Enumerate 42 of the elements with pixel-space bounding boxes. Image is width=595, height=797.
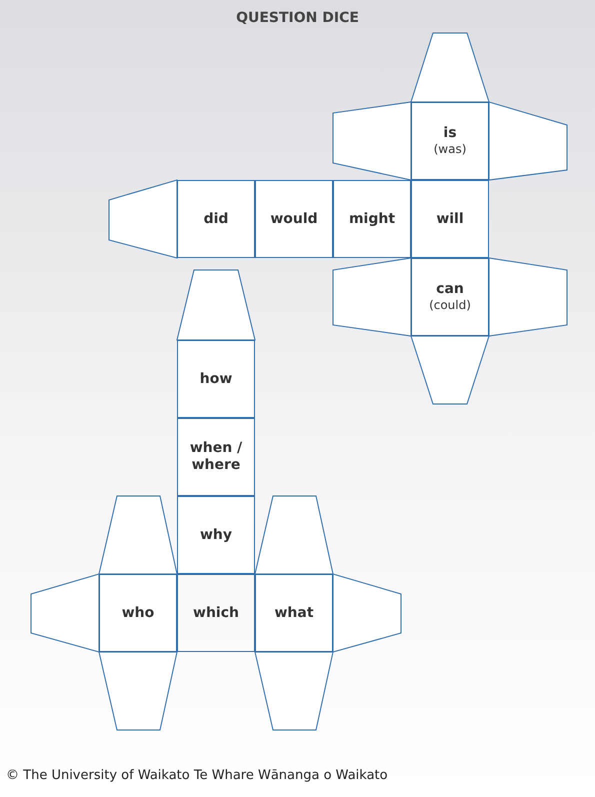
glue-tab (332, 573, 402, 653)
glue-tab (98, 496, 178, 574)
question-word: what (274, 604, 314, 622)
die-face (177, 180, 255, 258)
glue-tab (108, 179, 178, 259)
question-word: why (200, 526, 232, 544)
question-word: did (204, 210, 228, 228)
question-word: might (348, 210, 396, 228)
die-face (411, 180, 489, 258)
past-form-note: (was) (434, 142, 466, 157)
die-face (177, 496, 255, 574)
question-word: when / where (188, 440, 244, 474)
glue-tab (98, 652, 178, 730)
question-word: is (443, 125, 457, 142)
glue-tab (254, 652, 334, 730)
die-face (177, 340, 255, 418)
die-face (99, 574, 177, 652)
glue-tab (30, 573, 100, 653)
question-word: how (200, 370, 232, 388)
past-form-note: (could) (429, 298, 471, 313)
die-face (255, 574, 333, 652)
die-face (177, 418, 255, 496)
question-word: which (193, 604, 239, 622)
die-face (333, 180, 411, 258)
glue-tab (410, 32, 490, 102)
copyright-caption: © The University of Waikato Te Whare Wānanga o Waikato (6, 768, 388, 783)
die-face (411, 258, 489, 336)
question-word: can (436, 281, 464, 298)
die-face (411, 102, 489, 180)
question-word: would (270, 210, 318, 228)
glue-tab (332, 257, 412, 337)
die-face (177, 574, 255, 652)
glue-tab (410, 336, 490, 404)
glue-tab (332, 101, 412, 181)
die-face (255, 180, 333, 258)
glue-tab (488, 257, 568, 337)
glue-tab (254, 496, 334, 574)
title: QUESTION DICE (235, 10, 360, 26)
question-word: will (436, 210, 464, 228)
question-word: who (122, 604, 154, 622)
glue-tab (176, 270, 256, 340)
glue-tab (488, 101, 568, 181)
